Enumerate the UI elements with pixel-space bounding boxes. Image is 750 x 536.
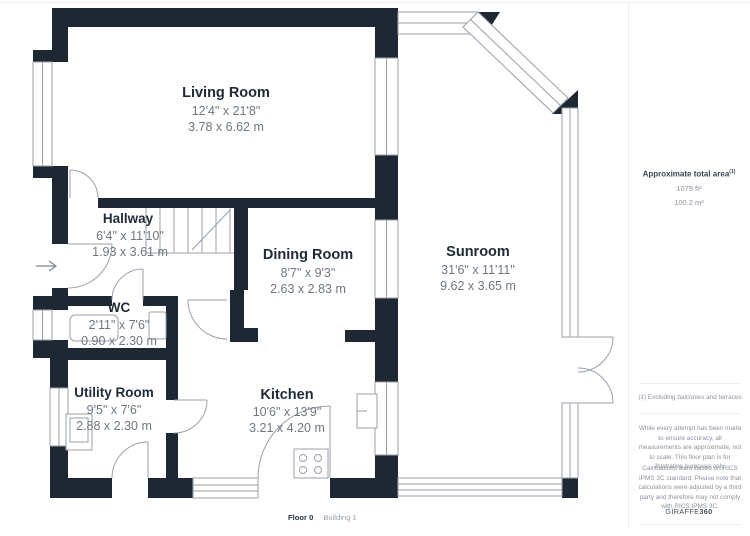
washing-machine-inner xyxy=(69,417,89,443)
total-area-title-text: Approximate total area xyxy=(642,169,730,179)
footnote-text: (1) Excluding balconies and terraces xyxy=(638,394,742,401)
staircase xyxy=(145,208,234,254)
dining-room-imperial: 8'7" x 9'3" xyxy=(281,266,336,280)
hallway-metric: 1.93 x 3.61 m xyxy=(92,245,168,259)
dining-room-metric: 2.63 x 2.83 m xyxy=(270,282,346,296)
room-labels: Living Room 12'4" x 21'8" 3.78 x 6.62 m … xyxy=(74,85,516,435)
total-area-ft: 1079 ft² xyxy=(676,183,702,193)
windows xyxy=(32,57,399,499)
floor-label: Floor 0 xyxy=(288,513,314,522)
kitchen-imperial: 10'6" x 13'9" xyxy=(253,405,322,419)
total-area-title: Approximate total area(1) xyxy=(629,169,749,179)
total-area-block: Approximate total area(1) 1079 ft² 100.2… xyxy=(629,169,749,207)
wc-door xyxy=(111,268,144,301)
building-label: Building 1 xyxy=(323,513,357,522)
kitchen-label: Kitchen 10'6" x 13'9" 3.21 x 4.20 m xyxy=(249,387,325,435)
brand-name-light: GIRAFFE xyxy=(665,507,700,516)
info-sidebar: Approximate total area(1) 1079 ft² 100.2… xyxy=(628,3,749,529)
walls xyxy=(33,8,578,498)
utility-back-door xyxy=(111,441,149,479)
kitchen-back-door xyxy=(257,405,331,479)
disclaimer-accuracy: While every attempt has been made to ens… xyxy=(638,425,742,471)
total-area-m: 100.2 m² xyxy=(674,197,704,207)
sunroom-name: Sunroom xyxy=(446,244,510,260)
disclaimer-rics: Calculations were based on RICS IPMS 3C … xyxy=(638,465,742,511)
sidebar-divider xyxy=(639,413,741,414)
hallway-name: Hallway xyxy=(103,211,154,226)
sunroom-french-door-top xyxy=(577,336,614,373)
utility-room-imperial: 9'5" x 7'6" xyxy=(87,403,142,417)
living-room-name: Living Room xyxy=(182,85,270,101)
sidebar-divider xyxy=(639,524,741,525)
sidebar-divider xyxy=(639,383,741,384)
stove xyxy=(293,448,329,479)
dining-room-name: Dining Room xyxy=(263,247,353,263)
page-top-divider xyxy=(0,2,750,3)
brand-name-bold: 360 xyxy=(699,507,713,516)
stairs-break-line xyxy=(191,209,231,251)
sunroom-metric: 9.62 x 3.65 m xyxy=(440,279,516,293)
utility-room-label: Utility Room 9'5" x 7'6" 2.88 x 2.30 m xyxy=(74,385,154,433)
utility-room-metric: 2.88 x 2.30 m xyxy=(76,419,152,433)
hallway-label: Hallway 6'4" x 11'10" 1.93 x 3.61 m xyxy=(92,211,168,259)
kitchen-metric: 3.21 x 4.20 m xyxy=(249,421,325,435)
plan-footer: Floor 0 Building 1 xyxy=(288,513,357,522)
wc-name: WC xyxy=(108,300,131,315)
wc-vanity xyxy=(69,314,119,342)
sunroom-imperial: 31'6" x 11'11" xyxy=(441,263,515,277)
living-room-label: Living Room 12'4" x 21'8" 3.78 x 6.62 m xyxy=(182,85,270,134)
entrance-arrow-icon xyxy=(36,260,58,272)
fixtures xyxy=(65,311,378,479)
hallway-kitchen-door xyxy=(187,299,228,340)
floor-plan-svg: Living Room 12'4" x 21'8" 3.78 x 6.62 m … xyxy=(32,8,614,499)
living-room-imperial: 12'4" x 21'8" xyxy=(192,104,261,118)
utility-room-name: Utility Room xyxy=(74,385,154,400)
front-door xyxy=(67,243,113,289)
living-room-metric: 3.78 x 6.62 m xyxy=(188,120,264,134)
wc-label: WC 2'11" x 7'6" 0.90 x 2.30 m xyxy=(81,300,157,348)
sunroom-label: Sunroom 31'6" x 11'11" 9.62 x 3.65 m xyxy=(440,244,516,293)
floor-plan-area: Living Room 12'4" x 21'8" 3.78 x 6.62 m … xyxy=(32,8,614,499)
doors xyxy=(67,169,614,479)
kitchen-name: Kitchen xyxy=(260,387,313,403)
wc-toilet xyxy=(148,311,167,340)
sunroom-glazing xyxy=(397,11,579,497)
giraffe360-logo: GIRAFFE360 xyxy=(629,507,749,516)
wc-metric: 0.90 x 2.30 m xyxy=(81,334,157,348)
hallway-imperial: 6'4" x 11'10" xyxy=(96,229,164,243)
dining-room-label: Dining Room 8'7" x 9'3" 2.63 x 2.83 m xyxy=(263,247,353,296)
living-room-door xyxy=(69,169,99,199)
wc-imperial: 2'11" x 7'6" xyxy=(89,318,150,332)
footnote-marker: (1) xyxy=(729,169,736,175)
utility-door xyxy=(173,399,208,434)
sunroom-french-door-bottom xyxy=(577,367,614,404)
